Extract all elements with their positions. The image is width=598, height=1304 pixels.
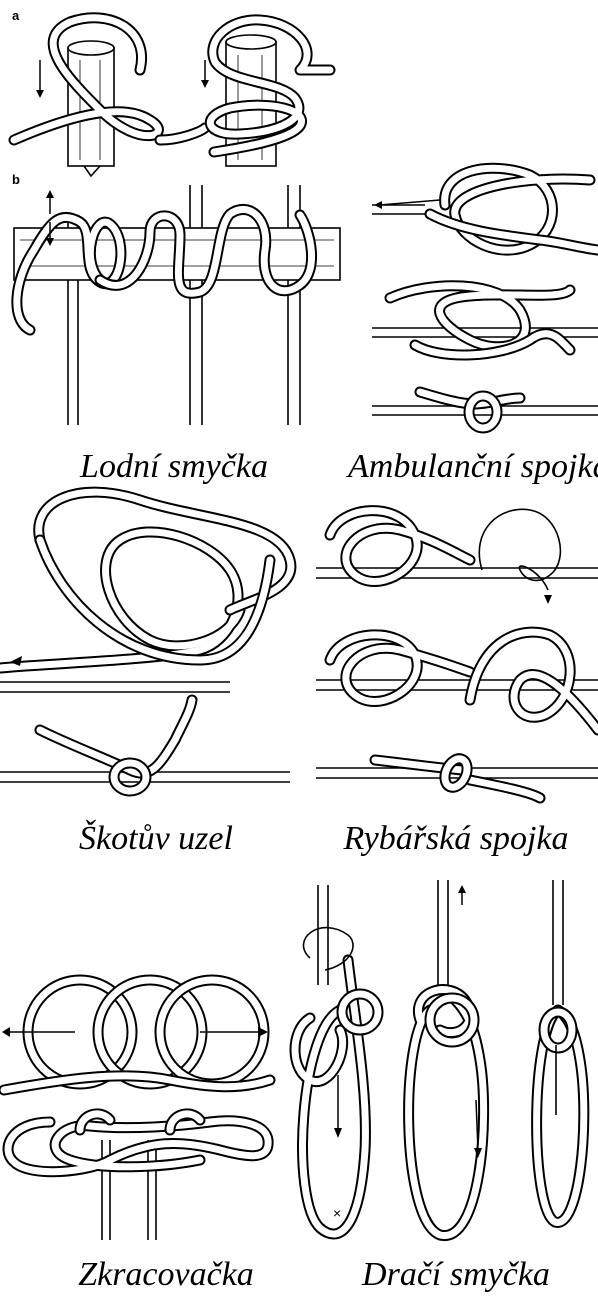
zkracovacka <box>2 980 270 1240</box>
marker-b: b <box>12 172 20 187</box>
skotuv-uzel <box>0 492 291 791</box>
caption-lodni-smycka: Lodní smyčka <box>76 448 272 486</box>
marker-a: a <box>12 8 19 23</box>
x-mark: × <box>333 1205 341 1221</box>
caption-skotuv-uzel: Škotův uzel <box>68 820 244 858</box>
caption-zkracovacka: Zkracovačka <box>62 1256 270 1294</box>
caption-ambulancni-spojka: Ambulanční spojka <box>348 448 594 486</box>
caption-draci-smycka: Dračí smyčka <box>352 1256 560 1294</box>
draci-smycka: × <box>295 880 584 1236</box>
lodni-smycka-a <box>14 18 330 176</box>
lodni-smycka-b <box>14 185 340 425</box>
caption-rybarska-spojka: Rybářská spojka <box>340 820 572 858</box>
rybarska-spojka <box>316 509 598 798</box>
ambulancni-spojka <box>372 168 598 428</box>
